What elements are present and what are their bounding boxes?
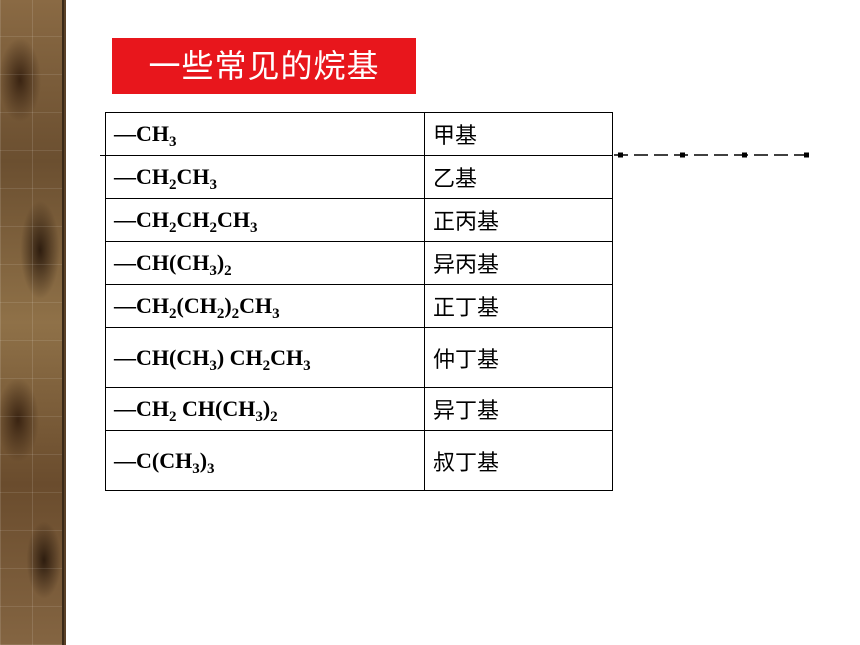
formula-text: CH bbox=[176, 207, 210, 232]
name-cell: 甲基 bbox=[424, 112, 613, 156]
formula-text: ) bbox=[224, 293, 232, 318]
formula-subscript: 3 bbox=[303, 357, 311, 374]
name-cell: 仲丁基 bbox=[424, 327, 613, 388]
formula-text: CH(CH bbox=[176, 396, 256, 421]
guide-line-left bbox=[100, 155, 106, 156]
formula-cell: —CH3 bbox=[105, 112, 425, 156]
formula-cell: —CH(CH3) CH2CH3 bbox=[105, 327, 425, 388]
formula-text: —C(CH bbox=[114, 447, 193, 473]
table-row: —CH2CH3 乙基 bbox=[105, 155, 613, 199]
table-row: —CH2(CH2)2CH3 正丁基 bbox=[105, 284, 613, 328]
formula-text: ) bbox=[199, 447, 208, 473]
formula-subscript: 2 bbox=[169, 409, 177, 425]
strip-border bbox=[64, 0, 66, 645]
formula-text: —CH(CH bbox=[114, 250, 210, 275]
name-cell: 叔丁基 bbox=[424, 430, 613, 491]
formula-cell: —CH(CH3)2 bbox=[105, 241, 425, 285]
formula-subscript: 3 bbox=[209, 177, 218, 193]
formula-subscript: 2 bbox=[231, 306, 240, 322]
formula-text: —CH bbox=[114, 396, 169, 421]
name-cell: 正丁基 bbox=[424, 284, 613, 328]
formula-cell: —CH2(CH2)2CH3 bbox=[105, 284, 425, 328]
formula-text: —CH bbox=[114, 293, 169, 318]
table-row: —C(CH3)3 叔丁基 bbox=[105, 430, 613, 491]
name-cell: 异丁基 bbox=[424, 387, 613, 431]
formula-subscript: 3 bbox=[272, 306, 280, 322]
table-row: —CH3 甲基 bbox=[105, 112, 613, 156]
formula-cell: —CH2CH2CH3 bbox=[105, 198, 425, 242]
formula-subscript: 2 bbox=[169, 177, 177, 193]
formula-text: —CH(CH bbox=[114, 344, 210, 370]
formula-text: —CH bbox=[114, 207, 169, 232]
formula-text: —CH bbox=[114, 164, 169, 189]
table-row: —CH2CH2CH3 正丙基 bbox=[105, 198, 613, 242]
slide-title: 一些常见的烷基 bbox=[112, 38, 416, 94]
formula-text: CH bbox=[217, 207, 250, 232]
formula-cell: —C(CH3)3 bbox=[105, 430, 425, 491]
formula-text: —CH bbox=[114, 121, 169, 146]
formula-text: CH bbox=[176, 164, 210, 189]
formula-text: ) bbox=[216, 250, 225, 275]
formula-text: CH bbox=[270, 344, 304, 370]
formula-subscript: 2 bbox=[262, 357, 271, 374]
formula-cell: —CH2CH3 bbox=[105, 155, 425, 199]
formula-subscript: 2 bbox=[169, 306, 177, 322]
formula-subscript: 3 bbox=[192, 460, 200, 477]
formula-subscript: 2 bbox=[224, 263, 232, 279]
name-cell: 乙基 bbox=[424, 155, 613, 199]
formula-subscript: 3 bbox=[207, 460, 215, 477]
name-cell: 正丙基 bbox=[424, 198, 613, 242]
formula-subscript: 2 bbox=[270, 409, 278, 425]
alkyl-groups-table: —CH3 甲基 —CH2CH3 乙基 —CH2CH2CH3 正丙基 —CH(CH… bbox=[105, 112, 613, 491]
formula-text: (CH bbox=[176, 293, 217, 318]
name-cell: 异丙基 bbox=[424, 241, 613, 285]
table-row: —CH(CH3) CH2CH3 仲丁基 bbox=[105, 327, 613, 388]
formula-subscript: 2 bbox=[216, 306, 225, 322]
dashed-guide-line bbox=[614, 152, 810, 158]
formula-subscript: 3 bbox=[250, 220, 258, 236]
formula-text: CH bbox=[239, 293, 273, 318]
formula-subscript: 3 bbox=[169, 134, 177, 150]
formula-subscript: 2 bbox=[169, 220, 177, 236]
formula-subscript: 3 bbox=[255, 409, 263, 425]
formula-subscript: 3 bbox=[209, 263, 217, 279]
table-row: —CH2 CH(CH3)2 异丁基 bbox=[105, 387, 613, 431]
formula-text: ) bbox=[262, 396, 271, 421]
table-row: —CH(CH3)2 异丙基 bbox=[105, 241, 613, 285]
formula-subscript: 2 bbox=[209, 220, 218, 236]
formula-cell: —CH2 CH(CH3)2 bbox=[105, 387, 425, 431]
formula-subscript: 3 bbox=[209, 357, 217, 374]
formula-text: ) CH bbox=[216, 344, 263, 370]
decorative-leaf-strip bbox=[0, 0, 64, 645]
